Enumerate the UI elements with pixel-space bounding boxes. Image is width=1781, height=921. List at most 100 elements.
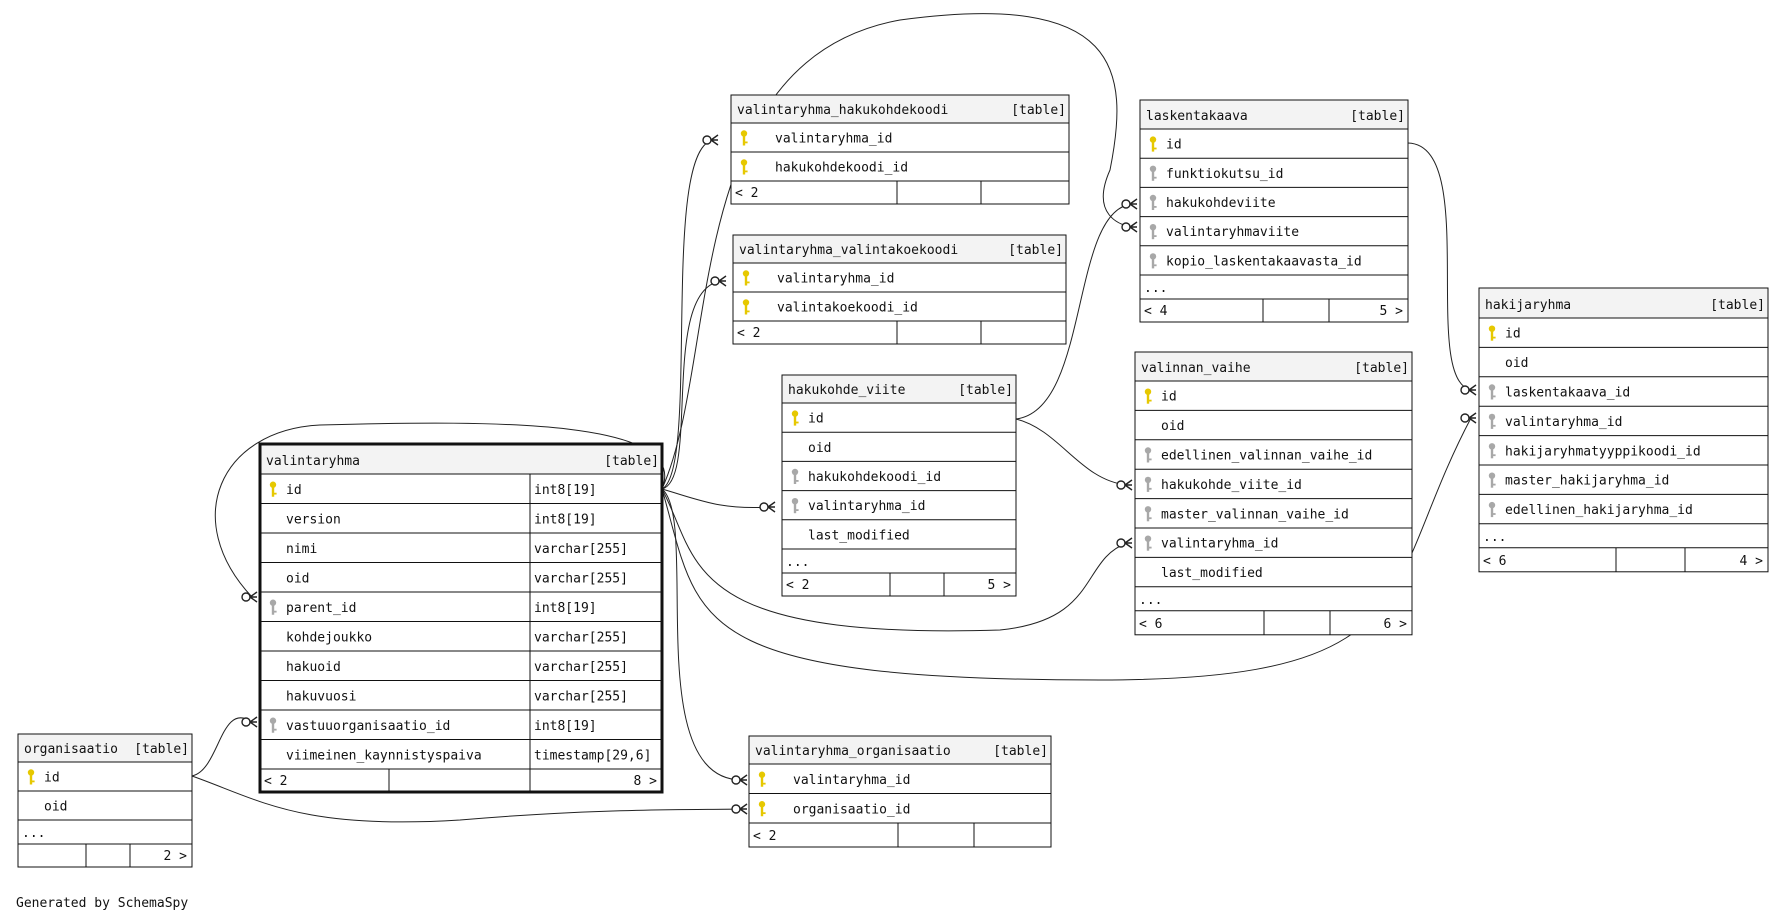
column-type: int8[19] — [534, 512, 597, 527]
column-name: hakukohde_viite_id — [1161, 478, 1302, 493]
crows-foot-marker — [1116, 537, 1133, 549]
column-name: hakukohdekoodi_id — [808, 470, 941, 485]
relationship-edge — [191, 775, 743, 823]
column-name: master_hakijaryhma_id — [1505, 474, 1669, 489]
column-row: valintaryhma_id — [791, 498, 925, 514]
column-row: last_modified — [1161, 566, 1263, 581]
relationship-edge — [1407, 142, 1472, 391]
parents-count: < 6 — [1483, 554, 1506, 569]
table-type-label: [table] — [1008, 243, 1063, 258]
foreign-key-icon — [1144, 476, 1152, 492]
column-row: valintaryhma_id — [740, 130, 892, 147]
crows-foot-marker — [1116, 479, 1133, 491]
relationship-edge — [661, 488, 771, 509]
column-row: valintaryhmaviite — [1149, 224, 1299, 240]
more-columns-indicator: ... — [786, 555, 809, 570]
column-row: master_hakijaryhma_id — [1488, 472, 1669, 489]
parents-count: < 6 — [1139, 617, 1162, 632]
primary-key-icon — [791, 410, 799, 426]
primary-key-icon — [1149, 136, 1157, 152]
column-name: edellinen_valinnan_vaihe_id — [1161, 449, 1372, 464]
table-header — [733, 235, 1066, 263]
column-type: int8[19] — [534, 483, 597, 498]
column-name: nimi — [286, 542, 317, 557]
column-name: hakijaryhmatyyppikoodi_id — [1505, 444, 1701, 459]
column-row: nimi varchar[255] — [286, 542, 628, 557]
column-type: timestamp[29,6] — [534, 748, 651, 763]
column-name: hakukohdeviite — [1166, 196, 1276, 211]
column-row: edellinen_valinnan_vaihe_id — [1144, 447, 1372, 464]
column-name: version — [286, 512, 341, 527]
column-type: varchar[255] — [534, 630, 628, 645]
ellipsis-text: ... — [786, 555, 809, 570]
column-name: id — [1161, 390, 1177, 405]
more-columns-indicator: ... — [22, 826, 45, 841]
column-name: edellinen_hakijaryhma_id — [1505, 503, 1693, 518]
table-body — [782, 375, 1016, 596]
foreign-key-icon — [1149, 165, 1157, 181]
column-row: valintaryhma_id — [758, 771, 910, 788]
table-valintaryhma-hakukohdekoodi[interactable]: valintaryhma_hakukohdekoodi[table]valint… — [730, 94, 1070, 205]
crows-foot-marker — [1121, 198, 1138, 210]
primary-key-icon — [1488, 325, 1496, 341]
column-name: id — [1166, 138, 1182, 153]
table-valinnan-vaihe[interactable]: valinnan_vaihe[table]idoidedellinen_vali… — [1134, 351, 1413, 636]
column-name: viimeinen_kaynnistyspaiva — [286, 748, 482, 763]
column-row: version int8[19] — [286, 512, 597, 527]
column-name: id — [44, 771, 60, 786]
column-row: id — [1149, 136, 1182, 153]
table-body — [1135, 352, 1412, 635]
relationship-edge — [661, 280, 722, 490]
column-name: organisaatio_id — [793, 802, 910, 817]
column-name: id — [808, 412, 824, 427]
column-type: varchar[255] — [534, 542, 628, 557]
column-name: last_modified — [1161, 566, 1263, 581]
crows-foot-marker — [1121, 221, 1138, 233]
column-name: valintaryhmaviite — [1166, 225, 1299, 240]
foreign-key-icon — [1488, 443, 1496, 459]
table-name: valintaryhma_organisaatio — [755, 744, 951, 759]
foreign-key-icon — [1144, 535, 1152, 551]
column-name: oid — [1505, 356, 1528, 371]
column-name: hakukohdekoodi_id — [775, 161, 908, 176]
table-hakukohde-viite[interactable]: hakukohde_viite[table]idoidhakukohdekood… — [781, 374, 1017, 597]
table-footer: 2 > — [85, 844, 187, 867]
column-type: int8[19] — [534, 601, 597, 616]
crows-foot-marker — [241, 716, 258, 728]
table-laskentakaava[interactable]: laskentakaava[table]idfunktiokutsu_idhak… — [1139, 99, 1409, 323]
table-type-label: [table] — [1710, 298, 1765, 313]
table-type-label: [table] — [1011, 103, 1066, 118]
foreign-key-icon — [1149, 224, 1157, 240]
column-row: valintaryhma_id — [742, 270, 894, 287]
column-row: oid — [44, 800, 67, 815]
column-row: valintaryhma_id — [1488, 413, 1622, 430]
parents-count: < 4 — [1144, 304, 1168, 319]
table-type-label: [table] — [1350, 109, 1405, 124]
column-type: varchar[255] — [534, 571, 628, 586]
parents-count: < 2 — [753, 829, 776, 844]
column-name: laskentakaava_id — [1505, 386, 1630, 401]
column-row: edellinen_hakijaryhma_id — [1488, 501, 1693, 518]
column-row: id — [791, 410, 824, 427]
foreign-key-icon — [1149, 253, 1157, 269]
foreign-key-icon — [1149, 194, 1157, 210]
primary-key-icon — [740, 159, 748, 175]
crows-foot-marker — [759, 501, 776, 513]
children-count: 6 > — [1384, 617, 1408, 632]
column-row: id — [1144, 388, 1177, 405]
table-valintaryhma-organisaatio[interactable]: valintaryhma_organisaatio[table]valintar… — [748, 735, 1052, 848]
column-name: oid — [44, 800, 67, 815]
column-name: hakuvuosi — [286, 689, 356, 704]
relationship-edge — [661, 13, 1133, 490]
table-valintaryhma-valintakoekoodi[interactable]: valintaryhma_valintakoekoodi[table]valin… — [732, 234, 1067, 345]
table-hakijaryhma[interactable]: hakijaryhma[table]idoidlaskentakaava_idv… — [1478, 287, 1769, 573]
more-columns-indicator: ... — [1144, 281, 1167, 296]
